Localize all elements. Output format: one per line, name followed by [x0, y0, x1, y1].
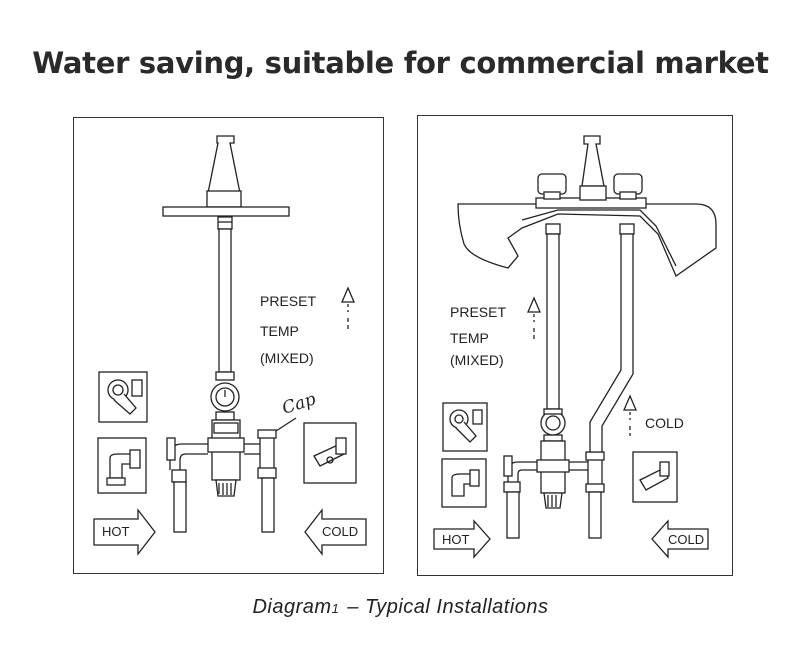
faucet-spout — [207, 135, 241, 194]
cold-supply-pipe — [261, 477, 275, 533]
basin-faucet-installation-drawing — [433, 135, 717, 559]
hot-inlet-elbow — [169, 443, 208, 470]
cold-direction-arrow — [304, 508, 367, 556]
caption-text: – Typical Installations — [347, 596, 549, 618]
diagram-panel-basin-faucet: PRESET TEMP (MIXED) COLD HOT COLD — [417, 115, 733, 576]
hot-direction-arrow — [433, 519, 491, 559]
cold-supply-pipe — [588, 491, 602, 539]
mixed-riser-pipe — [546, 233, 560, 410]
cold-arrow-label: COLD — [668, 532, 705, 547]
deck-plate — [162, 206, 290, 217]
hot-direction-arrow — [93, 508, 156, 556]
single-faucet-installation-drawing — [93, 135, 367, 556]
preset-up-arrow — [341, 286, 355, 303]
hot-arrow-label: HOT — [442, 532, 470, 547]
hot-supply-pipe — [173, 481, 187, 533]
cold-arrow-label: COLD — [322, 524, 359, 539]
faucet-spout — [581, 135, 605, 187]
cold-up-arrow — [623, 394, 637, 411]
caption-number: 1 — [331, 601, 340, 616]
preset-label: PRESET — [260, 293, 317, 309]
faucet-body — [206, 190, 242, 208]
preset-up-arrow — [527, 296, 541, 313]
temp-label: TEMP — [260, 323, 299, 339]
page-headline: Water saving, suitable for commercial ma… — [32, 46, 769, 80]
diagram-caption: Diagram1 – Typical Installations — [0, 596, 801, 619]
riser-coupling — [217, 216, 233, 230]
cold-riser-pipe — [589, 233, 634, 453]
hot-supply-pipe — [506, 491, 520, 539]
caption-prefix: Diagram — [252, 596, 332, 618]
right-handle — [613, 173, 643, 195]
cap-pointer-line — [275, 417, 297, 432]
left-handle — [537, 173, 567, 195]
mixed-riser-pipe — [218, 228, 232, 373]
hot-arrow-label: HOT — [102, 524, 130, 539]
diagram-panel-single-faucet: PRESET TEMP (MIXED) Cap HOT COLD — [73, 117, 384, 574]
mixed-label: (MIXED) — [450, 352, 504, 368]
cold-direction-arrow — [651, 519, 709, 559]
basin-countertop — [457, 203, 717, 277]
preset-label: PRESET — [450, 304, 507, 320]
mixed-label: (MIXED) — [260, 350, 314, 366]
temp-label: TEMP — [450, 330, 489, 346]
cold-riser-label: COLD — [645, 415, 684, 431]
